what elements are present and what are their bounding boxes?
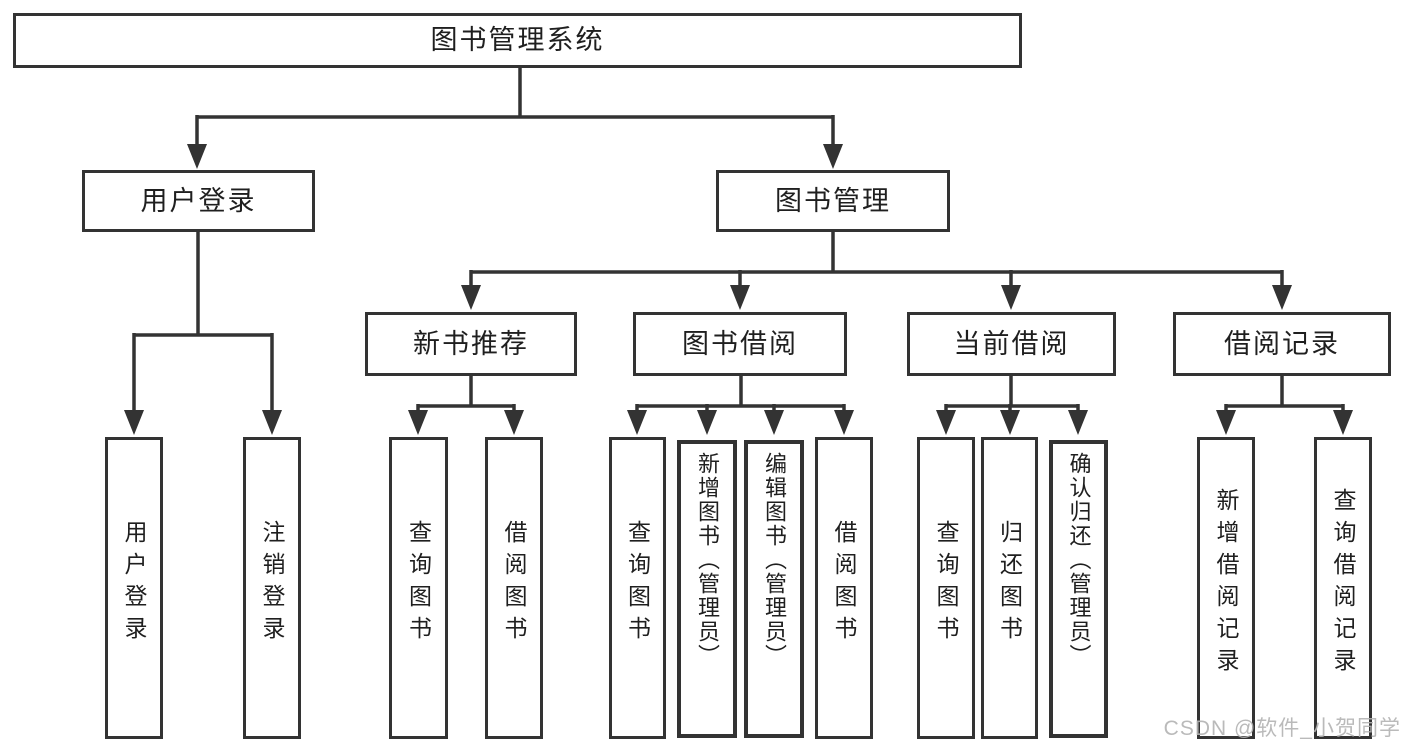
leaf-label: 编辑图书（管理员）	[762, 452, 787, 668]
leaf-return-books: 归还图书	[981, 437, 1038, 739]
node-user-login: 用户登录	[82, 170, 315, 232]
node-book-borrowing: 图书借阅	[633, 312, 847, 376]
arrowheads	[124, 144, 1353, 435]
node-new-book-recommendation: 新书推荐	[365, 312, 577, 376]
leaf-label: 借阅图书	[501, 520, 527, 648]
leaf-logout: 注销登录	[243, 437, 301, 739]
leaf-query-books-recommend: 查询图书	[389, 437, 448, 739]
node-library-system: 图书管理系统	[13, 13, 1022, 68]
leaf-label: 用户登录	[121, 520, 147, 648]
node-label: 当前借阅	[953, 328, 1070, 359]
leaf-confirm-return-admin: 确认归还（管理员）	[1049, 440, 1108, 738]
node-book-management: 图书管理	[716, 170, 950, 232]
node-label: 新书推荐	[413, 328, 529, 359]
node-label: 图书管理	[775, 185, 891, 216]
leaf-label: 确认归还（管理员）	[1066, 452, 1092, 668]
leaf-add-borrow-record: 新增借阅记录	[1197, 437, 1255, 739]
leaf-label: 归还图书	[996, 520, 1023, 648]
leaf-borrow-books-recommend: 借阅图书	[485, 437, 543, 739]
leaf-add-books-admin: 新增图书（管理员）	[677, 440, 737, 738]
node-borrowing-records: 借阅记录	[1173, 312, 1391, 376]
leaf-query-books-borrow: 查询图书	[609, 437, 666, 739]
watermark: CSDN @软件_小贺同学	[1163, 717, 1401, 740]
leaf-label: 新增图书（管理员）	[695, 452, 720, 668]
node-label: 图书借阅	[682, 328, 798, 359]
leaf-borrow-books: 借阅图书	[815, 437, 873, 739]
leaf-edit-books-admin: 编辑图书（管理员）	[744, 440, 804, 738]
leaf-label: 注销登录	[259, 520, 285, 648]
leaf-query-books-current: 查询图书	[917, 437, 975, 739]
leaf-query-borrow-record: 查询借阅记录	[1314, 437, 1372, 739]
node-label: 借阅记录	[1224, 328, 1340, 359]
leaf-label: 查询图书	[405, 520, 432, 648]
leaf-label: 查询图书	[933, 520, 959, 648]
leaf-user-login: 用户登录	[105, 437, 163, 739]
leaf-label: 借阅图书	[831, 520, 857, 648]
node-label: 用户登录	[140, 185, 257, 216]
leaf-label: 查询图书	[624, 520, 651, 648]
node-label: 图书管理系统	[430, 25, 605, 55]
node-current-borrowing: 当前借阅	[907, 312, 1116, 376]
leaf-label: 查询借阅记录	[1330, 488, 1356, 680]
leaf-label: 新增借阅记录	[1213, 488, 1239, 680]
